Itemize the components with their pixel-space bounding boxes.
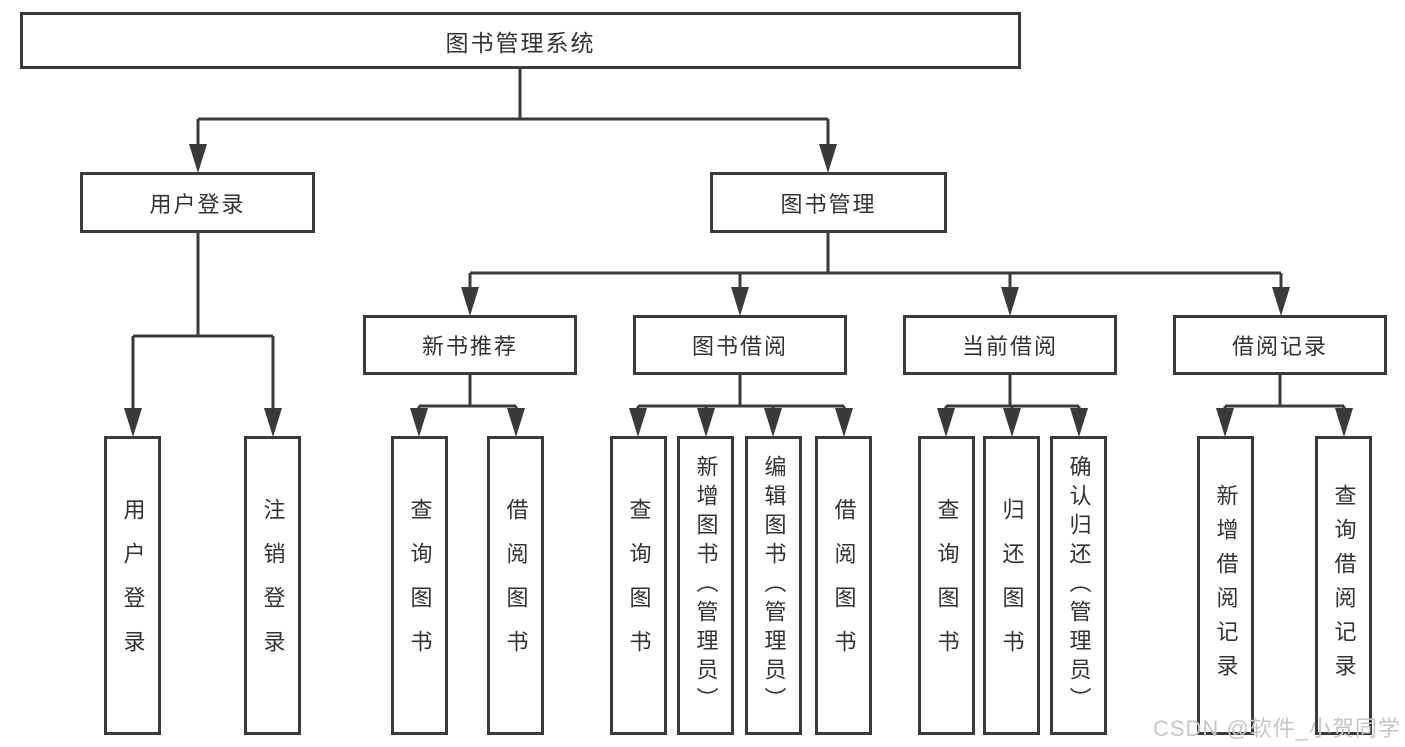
node-label: 查询图书 [626, 497, 652, 674]
node-label: 查询图书 [407, 497, 433, 674]
node-label: 图书借阅 [691, 334, 788, 359]
connector-book-management-branch [468, 233, 1283, 293]
node-label: 新书推荐 [421, 334, 518, 359]
node-new-book-recommend: 新书推荐 [363, 315, 577, 375]
node-label: 借阅记录 [1231, 334, 1328, 359]
connector-root-to-level2 [196, 69, 830, 150]
watermark: CSDN @软件_小贺同学 [1152, 716, 1401, 741]
node-current-borrow: 当前借阅 [903, 315, 1117, 375]
node-label: 查询图书 [934, 497, 960, 674]
node-label: 确认归还（管理员） [1066, 455, 1092, 716]
node-label: 借阅图书 [831, 497, 857, 674]
node-label: 当前借阅 [961, 334, 1058, 359]
node-label: 归还图书 [999, 497, 1025, 674]
node-label: 新增图书（管理员） [693, 455, 719, 716]
node-label: 新增借阅记录 [1213, 483, 1239, 688]
node-leaf-borrow-books-recommend: 借阅图书 [487, 436, 544, 735]
node-label: 借阅图书 [503, 497, 529, 674]
node-root: 图书管理系统 [20, 12, 1021, 69]
node-borrow-records: 借阅记录 [1173, 315, 1387, 375]
node-leaf-query-books-borrow: 查询图书 [610, 436, 667, 735]
connector-user-login-branch [131, 233, 275, 414]
node-leaf-return-books: 归还图书 [983, 436, 1040, 735]
node-label: 编辑图书（管理员） [761, 455, 787, 716]
node-book-borrow: 图书借阅 [633, 315, 847, 375]
node-label: 图书管理系统 [445, 29, 596, 56]
connector-new-book-recommend-branch [417, 375, 518, 414]
node-label: 用户登录 [120, 497, 146, 674]
node-label: 注销登录 [260, 497, 286, 674]
connector-book-borrow-branch [636, 375, 846, 414]
node-book-management: 图书管理 [710, 172, 947, 233]
connector-borrow-records-branch [1223, 375, 1346, 414]
node-leaf-add-books-admin: 新增图书（管理员） [677, 436, 734, 735]
node-leaf-confirm-return-admin: 确认归还（管理员） [1050, 436, 1107, 735]
node-label: 图书管理 [780, 191, 877, 217]
node-label: 用户登录 [149, 191, 246, 217]
node-label: 查询借阅记录 [1331, 483, 1357, 688]
node-leaf-edit-books-admin: 编辑图书（管理员） [745, 436, 802, 735]
node-leaf-add-borrow-record: 新增借阅记录 [1197, 436, 1254, 735]
node-user-login: 用户登录 [80, 172, 315, 233]
node-leaf-query-borrow-record: 查询借阅记录 [1315, 436, 1372, 735]
node-leaf-borrow-books: 借阅图书 [815, 436, 872, 735]
node-leaf-query-books-current: 查询图书 [918, 436, 975, 735]
arrowheads [124, 144, 1353, 437]
node-leaf-user-login: 用户登录 [104, 436, 161, 735]
node-leaf-logout: 注销登录 [244, 436, 301, 735]
node-leaf-query-books-recommend: 查询图书 [391, 436, 448, 735]
